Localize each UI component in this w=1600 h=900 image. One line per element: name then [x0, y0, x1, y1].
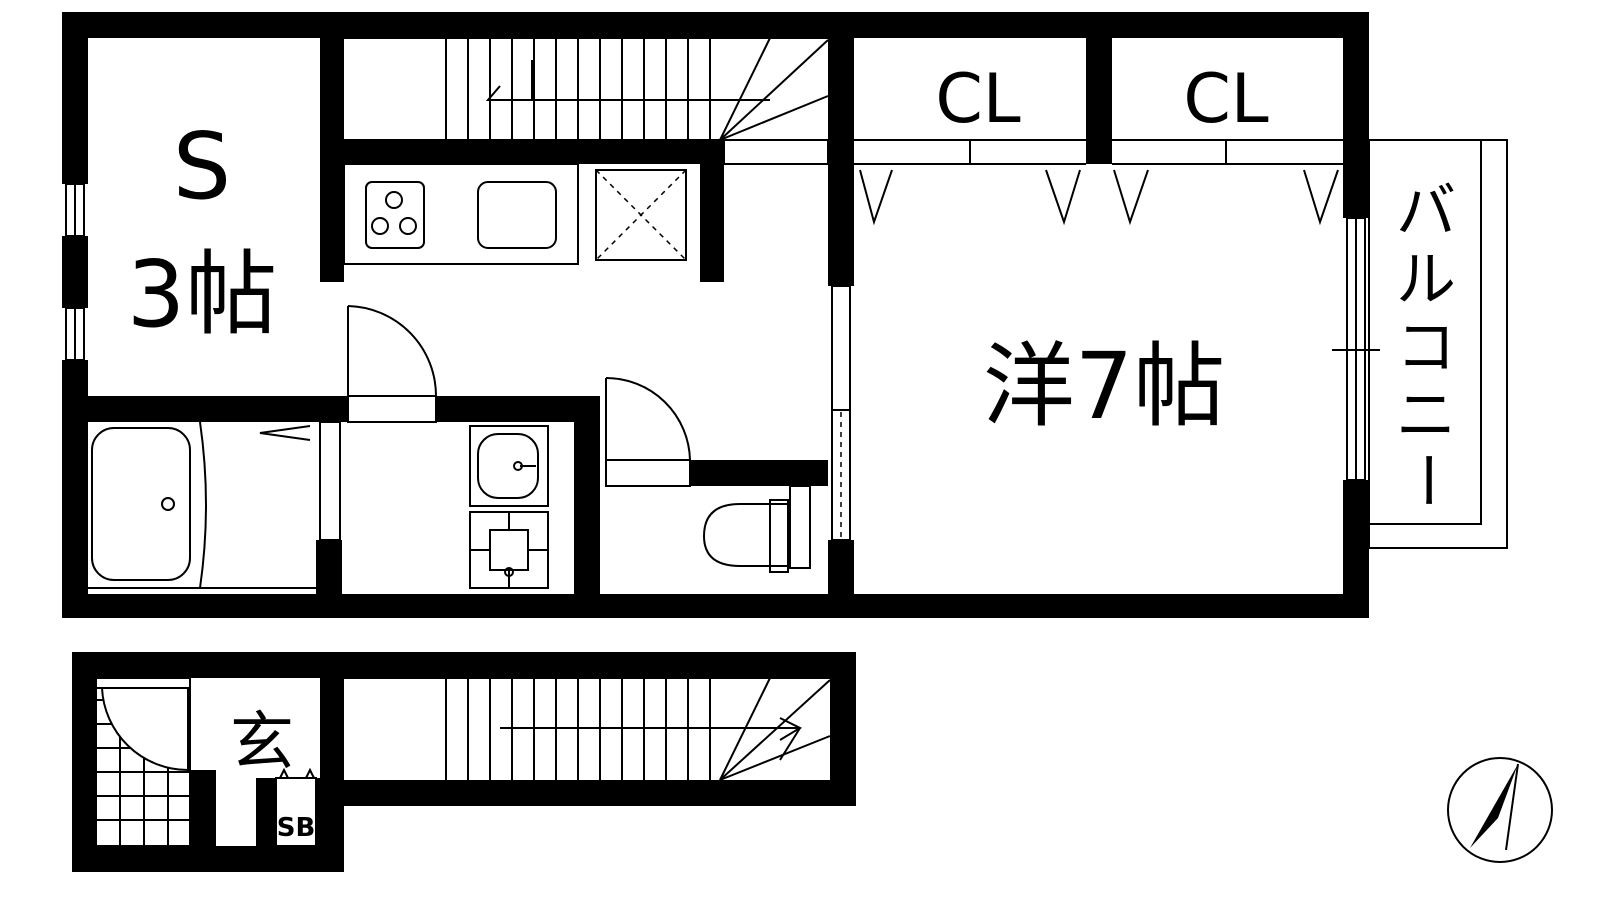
washbasin-icon: [469, 425, 549, 507]
balcony-label: バ ル コ ニ ー: [1391, 177, 1461, 510]
shoe-box-label: SB: [277, 813, 316, 843]
balcony-char: ル: [1396, 245, 1456, 315]
shoe-box: [275, 767, 317, 847]
kitchen-sink-icon: [477, 181, 557, 249]
storage-label: S: [173, 113, 231, 220]
interior-walls: [62, 12, 1112, 618]
three-burner-stove-icon: [365, 181, 425, 249]
entrance-door[interactable]: [95, 677, 191, 772]
western-room-label: 洋7帖: [983, 333, 1226, 440]
closet-right-label: CL: [1183, 60, 1268, 139]
lower-walls: [72, 652, 856, 872]
sliding-door-kitchen-western[interactable]: [831, 285, 851, 541]
upper-outer-walls: [62, 12, 1369, 618]
bathtub-icon: [91, 427, 191, 581]
toilet-icon: [702, 485, 811, 573]
bathroom: [88, 421, 341, 589]
lower-staircase: [344, 677, 831, 781]
balcony-char: バ: [1396, 177, 1456, 247]
storage-windows: [65, 183, 85, 361]
upper-staircase: [344, 37, 829, 165]
toilet-door[interactable]: [605, 377, 691, 487]
storage-door[interactable]: [347, 305, 437, 423]
closet-fronts: [854, 139, 1343, 226]
balcony-char: ー: [1391, 450, 1461, 510]
balcony-window: [1332, 217, 1380, 481]
kitchen-counter: [343, 163, 687, 265]
wash-room: [469, 425, 549, 589]
fridge-space-icon: [595, 169, 687, 261]
washer-pan-icon: [469, 511, 549, 589]
north-arrow-icon: [1447, 757, 1553, 863]
balcony-char: ニ: [1396, 381, 1456, 451]
closet-left-label: CL: [935, 60, 1020, 139]
entrance-label: 玄: [230, 706, 294, 780]
balcony: [1368, 139, 1508, 549]
storage-size-label: 3帖: [127, 241, 278, 348]
balcony-char: コ: [1396, 313, 1456, 383]
